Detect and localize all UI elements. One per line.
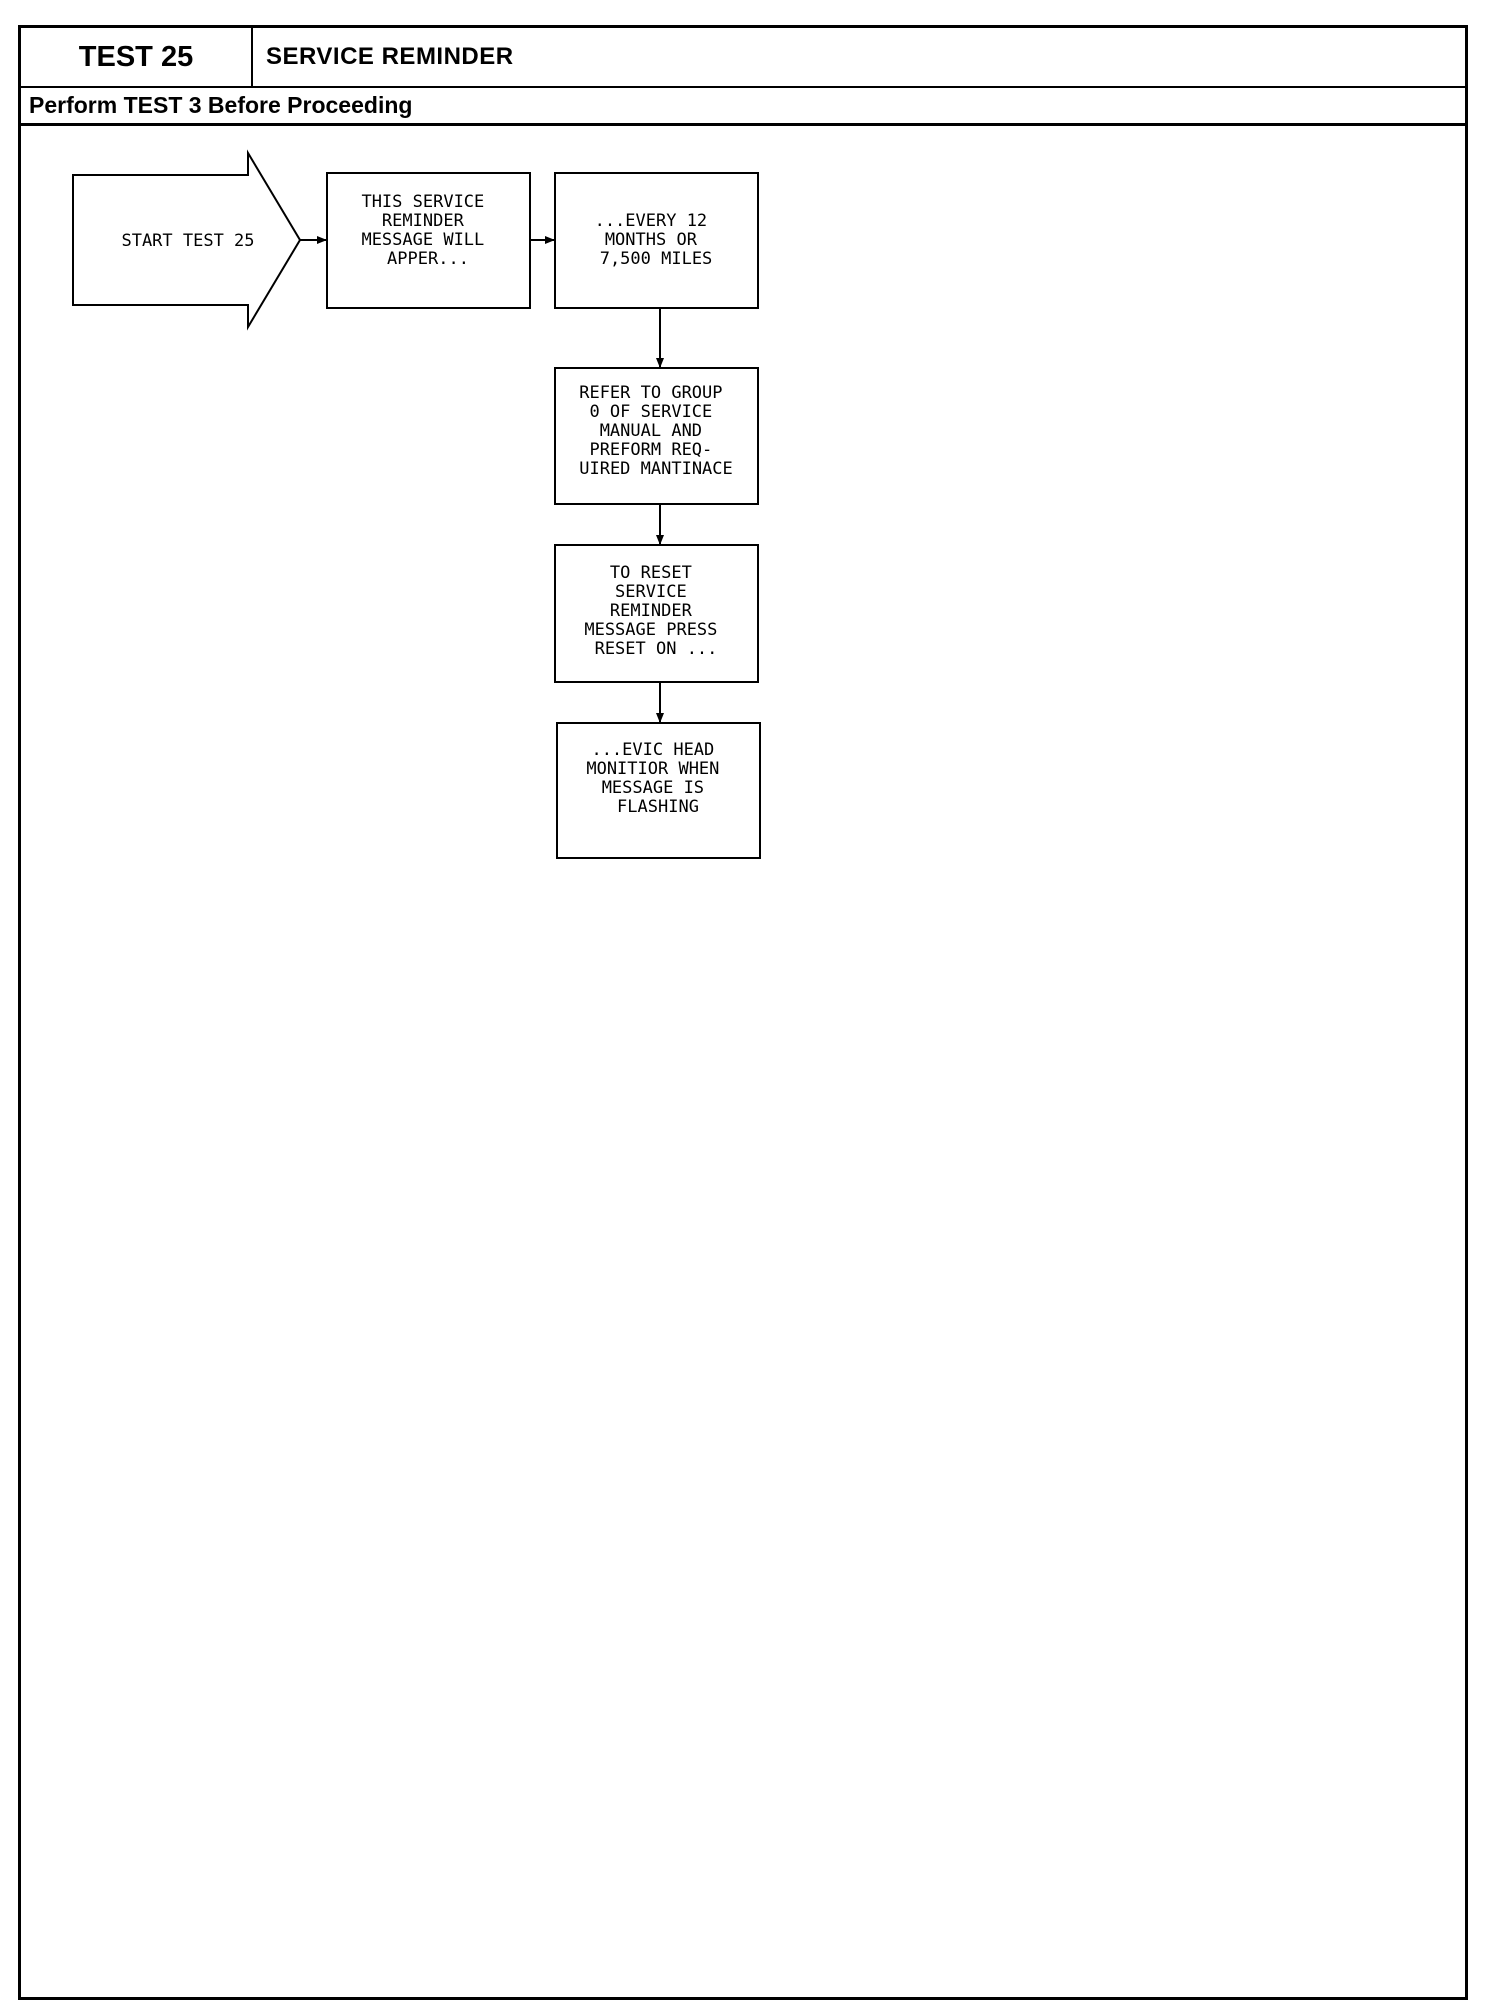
step-3-text: REFER TO GROUP 0 OF SERVICE MANUAL AND P… [579, 383, 733, 479]
test-title: SERVICE REMINDER [266, 43, 514, 70]
step-box-2: ...EVERY 12 MONTHS OR 7,500 MILES [554, 172, 759, 309]
step-4-line: RESET ON ... [595, 639, 718, 659]
step-5-line: ...EVIC HEAD [591, 740, 714, 760]
step-5-text: ...EVIC HEAD MONITIOR WHEN MESSAGE IS FL… [586, 740, 729, 817]
step-4-line: MESSAGE PRESS [584, 620, 717, 640]
start-node-line: START TEST 25 [121, 231, 254, 251]
step-1-line: THIS SERVICE [361, 192, 484, 212]
step-3-line: REFER TO GROUP [579, 383, 722, 403]
step-box-4: TO RESET SERVICE REMINDER MESSAGE PRESS … [554, 544, 759, 683]
step-2-line: 7,500 MILES [600, 249, 713, 269]
page-frame: TEST 25 SERVICE REMINDER Perform TEST 3 … [18, 25, 1468, 2000]
step-3-line: PREFORM REQ- [589, 440, 712, 460]
step-3-line: MANUAL AND [600, 421, 702, 441]
step-2-line: MONTHS OR [605, 230, 698, 250]
step-2-line: ...EVERY 12 [595, 211, 708, 231]
step-1-line: MESSAGE WILL [361, 230, 484, 250]
step-box-5: ...EVIC HEAD MONITIOR WHEN MESSAGE IS FL… [556, 722, 761, 859]
step-1-text: THIS SERVICE REMINDER MESSAGE WILL APPER… [361, 192, 494, 269]
test-number: TEST 25 [21, 28, 253, 86]
step-4-line: REMINDER [610, 601, 693, 621]
step-1-line: REMINDER [382, 211, 465, 231]
step-5-line: MESSAGE IS [602, 778, 704, 798]
start-node-text: START TEST 25 [121, 231, 254, 251]
step-box-3: REFER TO GROUP 0 OF SERVICE MANUAL AND P… [554, 367, 759, 505]
step-3-line: UIRED MANTINACE [579, 459, 733, 479]
step-1-line: APPER... [387, 249, 469, 269]
prerequisite-instruction: Perform TEST 3 Before Proceeding [21, 88, 1465, 126]
step-3-line: 0 OF SERVICE [589, 402, 712, 422]
step-4-line: TO RESET [610, 563, 692, 583]
step-5-line: FLASHING [617, 797, 699, 817]
step-4-line: SERVICE [615, 582, 687, 602]
step-box-1: THIS SERVICE REMINDER MESSAGE WILL APPER… [326, 172, 531, 309]
step-2-text: ...EVERY 12 MONTHS OR 7,500 MILES [595, 211, 718, 269]
step-5-line: MONITIOR WHEN [586, 759, 719, 779]
start-node: START TEST 25 [72, 149, 302, 331]
step-4-text: TO RESET SERVICE REMINDER MESSAGE PRESS … [584, 563, 727, 659]
header-row: TEST 25 SERVICE REMINDER [21, 28, 1465, 88]
